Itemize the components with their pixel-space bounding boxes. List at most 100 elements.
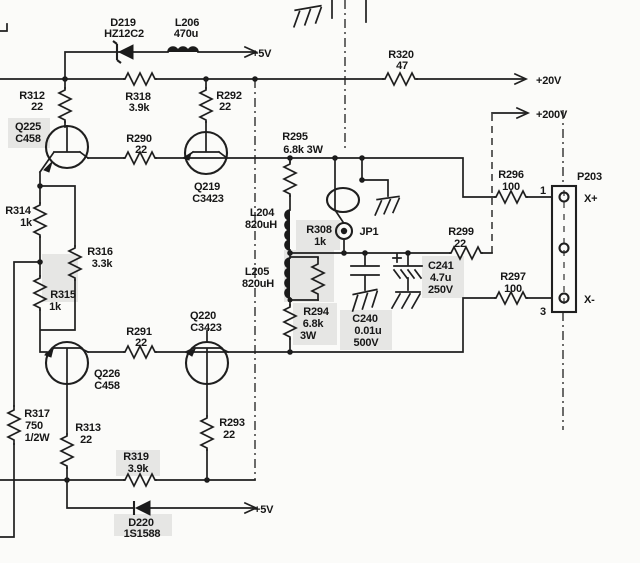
label-Q226-ref: Q226 — [94, 368, 120, 380]
chassis-ground-icon — [292, 4, 323, 28]
resistor-R299: R299 22 — [448, 226, 483, 261]
transistor-Q225: Q225 C458 — [15, 121, 90, 187]
label-L204-ref: L204 — [250, 207, 275, 219]
label-L204-val: 820uH — [245, 219, 277, 231]
label-D220-val: 1S1588 — [124, 528, 161, 540]
label-R315-val: 1k — [49, 301, 62, 313]
label-R291-ref: R291 — [126, 326, 152, 338]
net-plus20v: +20V — [536, 75, 562, 87]
label-R319-val: 3.9k — [128, 463, 150, 475]
resistor-R291: R291 22 — [123, 326, 157, 360]
label-JP1: JP1 — [360, 226, 379, 238]
label-Q226-val: C458 — [94, 380, 120, 392]
inductor-L206: L206 470u — [167, 17, 199, 53]
label-L206-val: 470u — [174, 28, 198, 40]
resistor-R316: R316 3.3k — [67, 245, 114, 281]
label-R313-ref: R313 — [75, 422, 101, 434]
transistor-Q220: Q220 C3423 — [184, 310, 230, 386]
capacitor-C241: C241 4.7u 250V — [390, 252, 454, 310]
label-Q225-ref: Q225 — [15, 121, 41, 133]
label-R315-ref: R315 — [50, 289, 76, 301]
connector-P203: P203 1 3 X+ X- — [540, 171, 602, 318]
inductor-L204: L204 820uH — [245, 207, 291, 254]
resistor-R290: R290 22 — [123, 133, 157, 166]
chassis-ground-icon — [390, 291, 422, 310]
label-R295-ref: R295 — [282, 131, 308, 143]
resistor-R317: R317 750 1/2W — [6, 405, 51, 445]
label-R312-val: 22 — [31, 101, 43, 113]
label-pin1: 1 — [540, 185, 546, 197]
label-R293-ref: R293 — [219, 417, 245, 429]
boundary-lines — [0, 0, 564, 538]
diode-D219: D219 HZ12C2 — [104, 17, 144, 64]
net-plus5v-bottom: +5V — [254, 504, 274, 516]
bottom-supply-rail — [0, 477, 259, 515]
label-Q219-val: C3423 — [192, 193, 223, 205]
label-Q220-val: C3423 — [190, 322, 221, 334]
label-Q225-val: C458 — [15, 133, 41, 145]
resistor-R296: R296 100 — [494, 169, 528, 205]
label-Q219-ref: Q219 — [194, 181, 220, 193]
label-C240-val: 0.01u — [354, 325, 381, 337]
label-D219-val: HZ12C2 — [104, 28, 144, 40]
label-R296-ref: R296 — [498, 169, 524, 181]
label-R294-val2: 3W — [300, 330, 317, 342]
resistor-R308: R308 1k — [306, 224, 332, 301]
resistor-R320: R320 47 — [382, 49, 418, 87]
label-R316-ref: R316 — [87, 246, 113, 258]
resistor-R295: R295 6.8k 3W — [282, 131, 324, 211]
label-C240-val2: 500V — [354, 337, 380, 349]
label-Q220-ref: Q220 — [190, 310, 216, 322]
label-R290-ref: R290 — [126, 133, 152, 145]
label-R308-ref: R308 — [306, 224, 332, 236]
label-R313-val: 22 — [80, 434, 92, 446]
label-R317-val2: 1/2W — [25, 432, 51, 444]
resistor-R313: R313 22 — [59, 383, 101, 481]
label-R308-val: 1k — [314, 236, 327, 248]
label-R299-ref: R299 — [448, 226, 474, 238]
label-L206-ref: L206 — [175, 17, 199, 29]
label-x-minus: X- — [584, 294, 595, 306]
label-C241-val2: 250V — [428, 284, 454, 296]
resistor-R314: R314 1k — [5, 202, 48, 238]
label-D219-ref: D219 — [110, 17, 136, 29]
label-R294-ref: R294 — [303, 306, 330, 318]
label-R295-val: 6.8k 3W — [283, 144, 323, 156]
resistor-R318: R318 3.9k — [123, 71, 157, 114]
label-R292-ref: R292 — [216, 90, 242, 102]
label-R317-ref: R317 — [24, 408, 50, 420]
label-C241-val: 4.7u — [430, 272, 451, 284]
label-D220-ref: D220 — [128, 517, 154, 529]
jumper-JP1: JP1 — [334, 221, 379, 254]
top-supply-rail — [0, 45, 529, 86]
label-R318-val: 3.9k — [129, 102, 151, 114]
label-L205-val: 820uH — [242, 278, 274, 290]
resistor-R292: R292 22 — [198, 78, 242, 133]
resistor-R297: R297 100 — [494, 271, 528, 306]
label-R297-ref: R297 — [500, 271, 526, 283]
label-R296-val: 100 — [502, 181, 520, 193]
net-plus5v-top: +5V — [252, 48, 272, 60]
label-R312-ref: R312 — [19, 90, 45, 102]
label-R316-val: 3.3k — [92, 258, 114, 270]
net-plus200v: +200V — [536, 109, 568, 121]
upper-collector-rail — [87, 155, 553, 198]
chassis-ground-icon — [351, 288, 379, 313]
diode-D220: D220 1S1588 — [124, 500, 161, 540]
capacitor-C240: C240 0.01u 500V — [350, 252, 382, 349]
resistor-R319: R319 3.9k — [123, 451, 157, 488]
label-R317-val: 750 — [25, 420, 43, 432]
label-C240-ref: C240 — [352, 313, 378, 325]
label-R292-val: 22 — [219, 101, 231, 113]
scan-smudges — [8, 118, 464, 536]
label-R314-ref: R314 — [5, 205, 32, 217]
resistor-R315: R315 1k — [32, 275, 76, 313]
label-R318-ref: R318 — [125, 91, 151, 103]
label-C241-ref: C241 — [428, 260, 454, 272]
transistor-Q219: Q219 C3423 — [181, 130, 229, 205]
label-x-plus: X+ — [584, 193, 597, 205]
label-pin3: 3 — [540, 306, 546, 318]
label-L205-ref: L205 — [245, 266, 269, 278]
